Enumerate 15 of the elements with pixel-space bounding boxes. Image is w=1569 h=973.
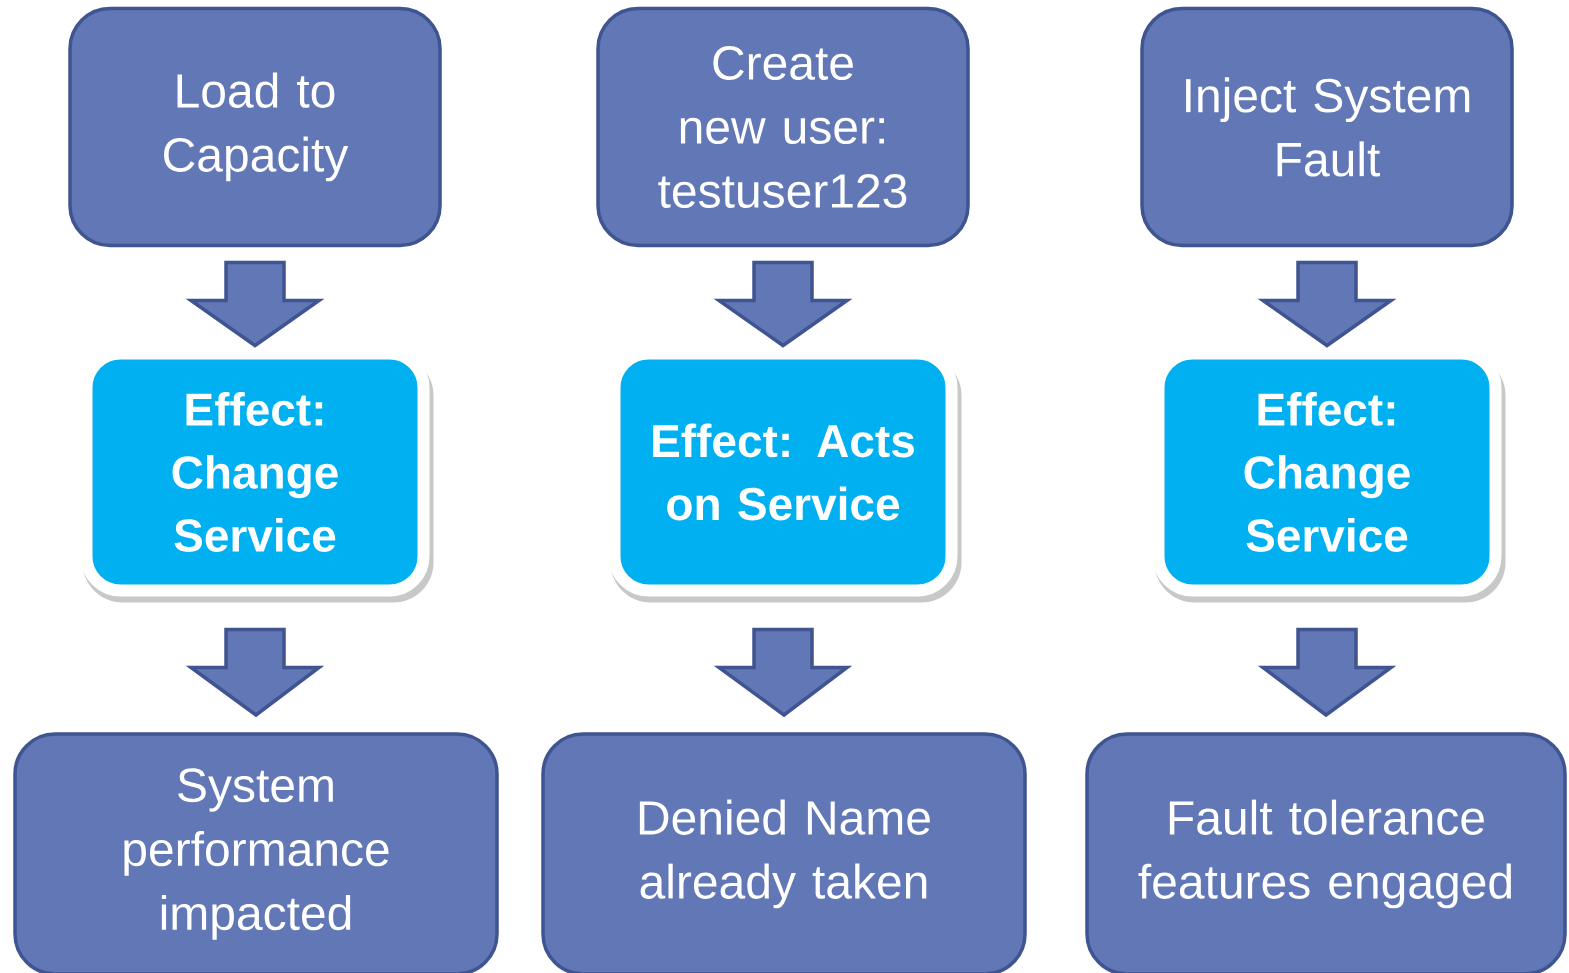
effect-box: Effect: Change Service [80, 347, 434, 603]
down-arrow [1257, 627, 1397, 718]
down-arrow [713, 260, 853, 348]
process-box: Load to Capacity [68, 6, 442, 248]
down-arrow [1257, 260, 1397, 348]
down-arrow [185, 627, 325, 718]
effect-box: Effect: Change Service [1152, 347, 1506, 603]
down-arrow [713, 627, 853, 718]
outcome-box: System performance impacted [13, 732, 499, 973]
down-arrow [185, 260, 325, 348]
effect-box: Effect: Acts on Service [608, 347, 962, 603]
process-box: Create new user: testuser123 [596, 6, 970, 248]
process-box: Inject System Fault [1140, 6, 1514, 248]
outcome-box: Denied Name already taken [541, 732, 1027, 973]
outcome-box: Fault tolerance features engaged [1085, 732, 1567, 973]
